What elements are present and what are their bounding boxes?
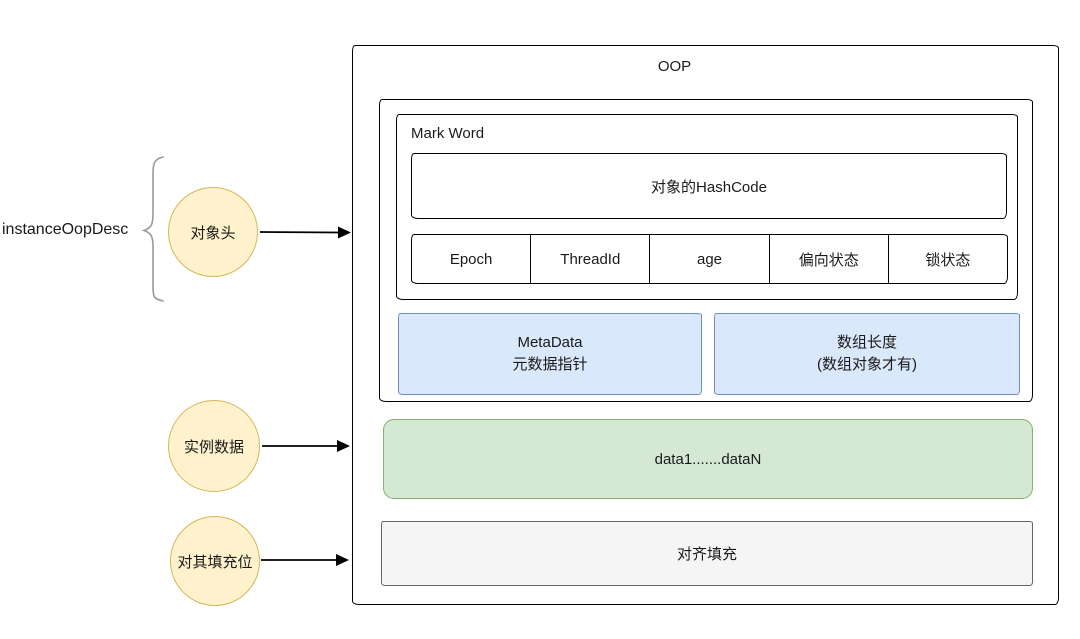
arrow-object-header: [259, 226, 351, 239]
oop-title: OOP: [657, 58, 692, 75]
arrow-instance-data: [262, 440, 350, 452]
metadata-pointer-box: MetaData 元数据指针: [398, 313, 702, 395]
object-header-circle-label: 对象头: [190, 224, 236, 242]
mark-word-label: Mark Word: [411, 125, 485, 142]
array-length-line2: (数组对象才有): [817, 356, 917, 373]
padding-circle: 对其填充位: [170, 516, 260, 606]
field-cell-bias-state: 偏向状态: [768, 235, 888, 283]
field-cell-lock-state: 锁状态: [887, 235, 1007, 283]
instance-data-circle: 实例数据: [168, 400, 260, 492]
array-length-box: 数组长度 (数组对象才有): [714, 313, 1020, 395]
field-cell-epoch: Epoch: [449, 250, 493, 268]
array-length-line1: 数组长度: [836, 334, 897, 351]
metadata-line1: MetaData: [517, 334, 583, 351]
padding-circle-label: 对其填充位: [177, 553, 253, 571]
field-cell-age: age: [649, 235, 768, 283]
instance-data-label: data1.......dataN: [654, 450, 762, 468]
field-cell-threadid: ThreadId: [530, 235, 649, 283]
mark-word-fields-row: Epoch ThreadId age 偏向状态 锁状态: [411, 234, 1008, 284]
oop-box: OOP Mark Word 对象的HashCode Epoch ThreadId…: [352, 45, 1059, 605]
instance-data-circle-label: 实例数据: [183, 438, 244, 456]
instance-data-box: data1.......dataN: [383, 419, 1033, 499]
object-header-container: Mark Word 对象的HashCode Epoch ThreadId age…: [379, 99, 1033, 402]
instance-oop-desc-label: instanceOopDesc: [2, 221, 129, 238]
metadata-line2: 元数据指针: [512, 356, 588, 373]
hashcode-label: 对象的HashCode: [651, 178, 767, 196]
curly-brace-icon: [141, 156, 164, 302]
object-header-circle: 对象头: [168, 187, 258, 277]
alignment-padding-box: 对齐填充: [381, 521, 1033, 586]
arrow-padding: [261, 554, 349, 566]
alignment-padding-label: 对齐填充: [676, 546, 737, 563]
mark-word-box: Mark Word 对象的HashCode Epoch ThreadId age…: [396, 114, 1018, 300]
hashcode-box: 对象的HashCode: [411, 153, 1007, 219]
